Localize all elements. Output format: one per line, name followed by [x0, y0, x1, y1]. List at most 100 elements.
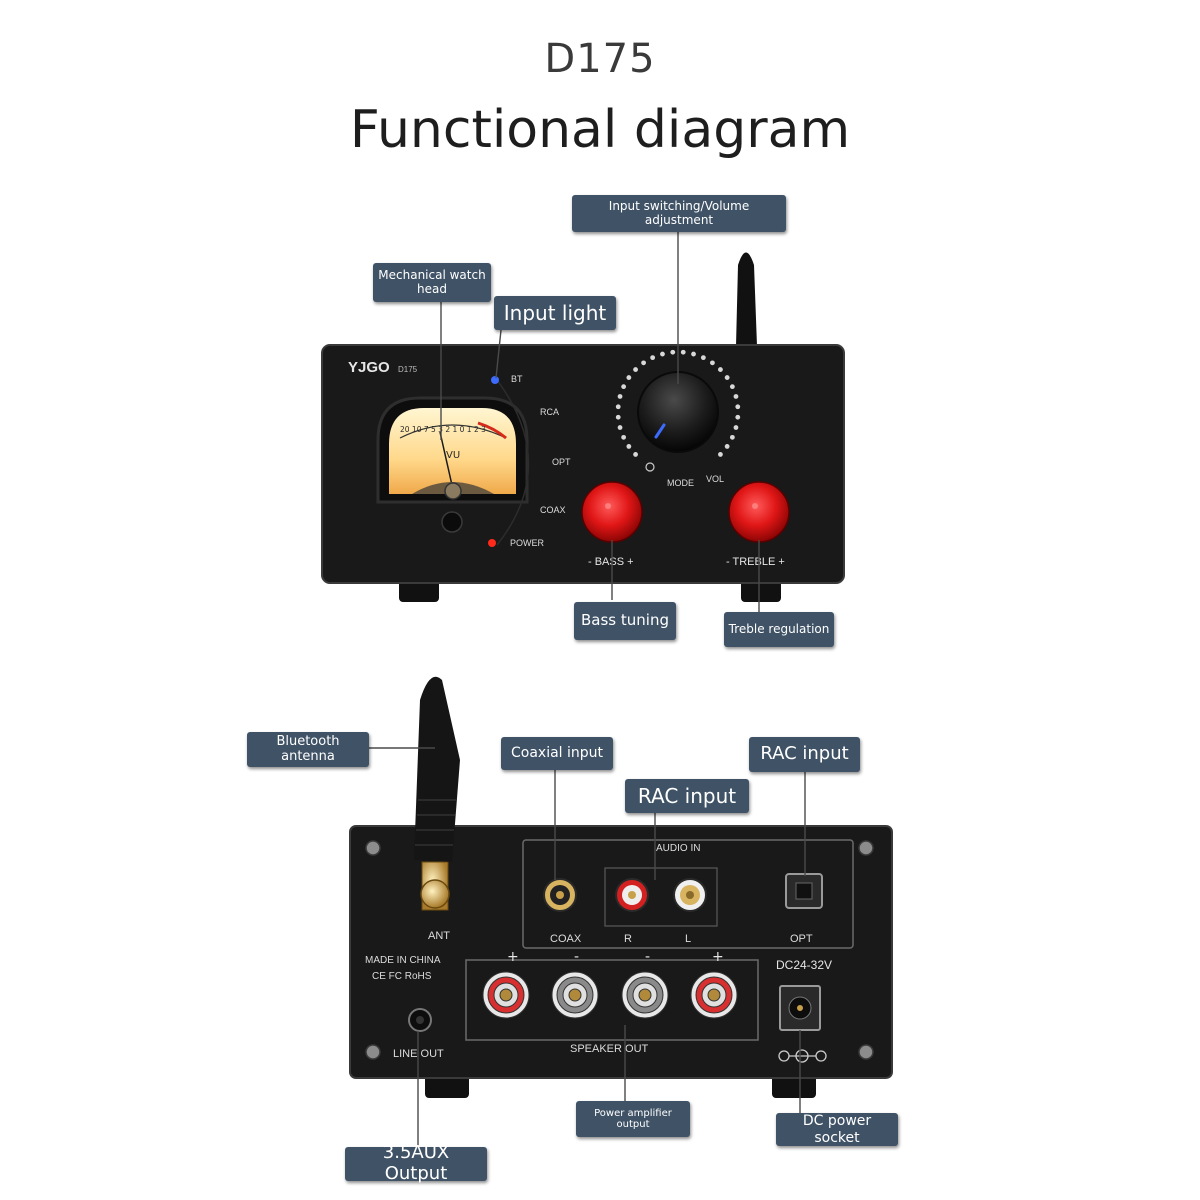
- callout-power-amplifier-output: Power amplifier output: [576, 1101, 690, 1137]
- vu-meter: 20 10 7 5 3 2 1 0 1 2 3 VU: [376, 396, 529, 533]
- volume-led-dot: [641, 360, 646, 366]
- rca-right-jack[interactable]: [615, 878, 649, 912]
- volume-led-dot: [724, 375, 730, 380]
- volume-led-dot: [615, 414, 621, 420]
- rca-l-label: L: [685, 933, 691, 945]
- cert-label: CE FC RoHS: [372, 971, 432, 982]
- speaker-terminal[interactable]: [551, 971, 599, 1019]
- front-brand: YJGO: [348, 359, 390, 376]
- vol-label: VOL: [706, 474, 724, 484]
- made-in-label: MADE IN CHINA: [365, 955, 441, 966]
- line-out-jack[interactable]: [408, 1008, 432, 1032]
- back-leader-lines: [369, 747, 806, 1147]
- volume-led-dot: [700, 355, 706, 361]
- treble-knob[interactable]: [728, 481, 790, 543]
- callout-rac-input-right: RAC input: [749, 737, 860, 772]
- volume-led-dot: [718, 452, 723, 457]
- volume-led-dot: [691, 351, 696, 357]
- volume-led-dot: [626, 375, 632, 380]
- front-leader-lines: [440, 232, 760, 612]
- volume-led-dot: [617, 394, 623, 399]
- callout-aux-output: 3.5AUX Output: [345, 1142, 487, 1184]
- callout-rac-input-center: RAC input: [625, 779, 749, 813]
- bt-led: [491, 376, 499, 384]
- speaker-terminal[interactable]: [621, 971, 669, 1019]
- speaker-sign-2: -: [574, 949, 579, 965]
- speaker-sign-1: +: [507, 949, 519, 965]
- audio-in-panel: [522, 839, 854, 949]
- input-label-opt: OPT: [552, 457, 571, 467]
- volume-led-dot: [724, 444, 730, 449]
- volume-led-dot: [617, 425, 623, 430]
- back-foot-left: [425, 1074, 469, 1098]
- audio-in-label: AUDIO IN: [656, 843, 700, 854]
- front-antenna: [736, 252, 757, 346]
- callout-bluetooth-antenna: Bluetooth antenna: [247, 732, 369, 767]
- volume-led-dot: [735, 414, 741, 420]
- dc-voltage-label: DC24-32V: [776, 958, 832, 972]
- speaker-out-label: SPEAKER OUT: [570, 1043, 649, 1055]
- model-heading: D175: [544, 36, 656, 82]
- bt-antenna: [414, 676, 460, 911]
- coax-jack-label: COAX: [550, 933, 582, 945]
- input-label-bt: BT: [511, 374, 523, 384]
- volume-led-dot: [670, 349, 676, 355]
- optical-jack[interactable]: [785, 873, 823, 909]
- front-model-label: D175: [398, 365, 418, 374]
- vu-label: VU: [446, 450, 460, 461]
- volume-led-dot: [710, 360, 715, 366]
- speaker-terminals: [482, 971, 738, 1019]
- input-label-power: POWER: [510, 538, 545, 548]
- volume-knob-indicator: [654, 423, 666, 439]
- callout-input-light: Input light: [494, 296, 616, 330]
- volume-led-dot: [733, 394, 739, 399]
- input-label-rca: RCA: [540, 407, 559, 417]
- front-foot-left: [399, 580, 439, 602]
- speaker-terminal[interactable]: [482, 971, 530, 1019]
- speaker-sign-4: +: [712, 949, 724, 965]
- ant-label: ANT: [428, 930, 450, 942]
- callout-dc-power-socket: DC power socket: [776, 1113, 898, 1146]
- callout-input-switching: Input switching/Volume adjustment: [572, 195, 786, 232]
- vu-scale: 20 10 7 5 3 2 1 0 1 2 3: [400, 425, 486, 434]
- callout-bass-tuning: Bass tuning: [574, 602, 676, 640]
- treble-label: - TREBLE +: [726, 556, 785, 568]
- volume-led-dot: [621, 434, 627, 440]
- bass-label: - BASS +: [588, 556, 634, 568]
- bass-knob[interactable]: [581, 481, 643, 543]
- dc-polarity-icon: [778, 1049, 827, 1063]
- coax-jack[interactable]: [543, 878, 577, 912]
- volume-led-dot: [660, 351, 665, 357]
- callout-treble-regulation: Treble regulation: [724, 612, 834, 647]
- back-screws: [365, 840, 874, 1060]
- back-panel: [349, 825, 893, 1079]
- speaker-terminal[interactable]: [690, 971, 738, 1019]
- volume-led-dot: [735, 404, 741, 410]
- volume-led-ring: [615, 349, 741, 457]
- volume-led-dot: [626, 444, 632, 449]
- volume-led-dot: [621, 384, 627, 390]
- diagram-title: Functional diagram: [349, 100, 851, 160]
- volume-led-dot: [680, 349, 686, 355]
- power-symbol-icon: [645, 462, 655, 472]
- volume-led-dot: [733, 425, 739, 430]
- mode-label: MODE: [667, 478, 694, 488]
- speaker-sign-3: -: [645, 949, 650, 965]
- volume-led-dot: [729, 384, 735, 390]
- callout-coaxial-input: Coaxial input: [501, 737, 613, 770]
- volume-led-dot: [633, 452, 638, 457]
- rca-left-jack[interactable]: [673, 878, 707, 912]
- speaker-out-panel: [465, 959, 759, 1041]
- input-label-coax: COAX: [540, 505, 566, 515]
- opt-jack-label: OPT: [790, 933, 813, 945]
- rca-r-label: R: [624, 933, 632, 945]
- power-led: [488, 539, 496, 547]
- dc-jack[interactable]: [779, 985, 821, 1031]
- front-foot-right: [741, 580, 781, 602]
- volume-led-dot: [729, 434, 735, 440]
- back-foot-right: [772, 1074, 816, 1098]
- volume-led-dot: [718, 367, 723, 372]
- volume-led-dot: [615, 404, 621, 410]
- volume-led-dot: [633, 367, 638, 372]
